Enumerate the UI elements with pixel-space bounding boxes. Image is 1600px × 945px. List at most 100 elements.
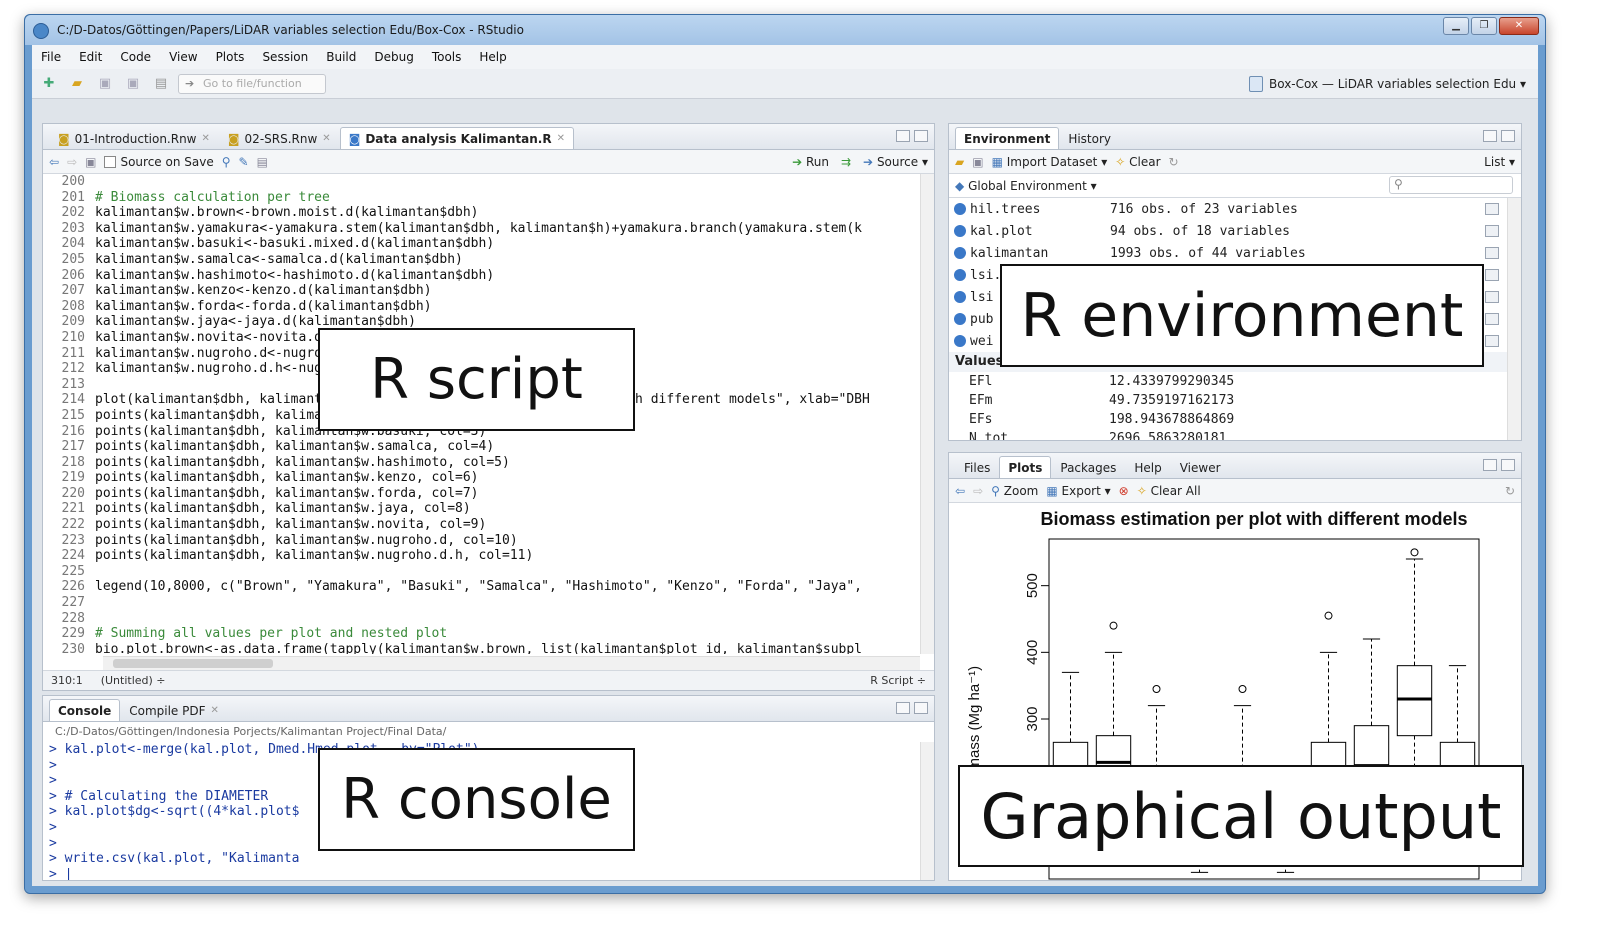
close-button[interactable]: ✕: [1499, 17, 1539, 35]
tab-console[interactable]: Console: [49, 699, 121, 721]
code-line[interactable]: 225: [43, 564, 920, 580]
env-scrollbar[interactable]: [1507, 198, 1521, 440]
environment-search-input[interactable]: ⚲: [1389, 176, 1513, 194]
minimize-button[interactable]: ▁: [1443, 17, 1469, 35]
tab-02-srs[interactable]: ◙ 02-SRS.Rnw✕: [219, 127, 340, 149]
env-data-row[interactable]: pub: [949, 308, 1507, 330]
code-line[interactable]: 229# Summing all values per plot and nes…: [43, 626, 920, 642]
tab-history[interactable]: History: [1068, 131, 1112, 146]
maximize-pane-icon[interactable]: [914, 130, 928, 142]
view-table-icon[interactable]: [1485, 203, 1499, 215]
close-tab-icon[interactable]: ✕: [556, 133, 565, 144]
new-file-icon[interactable]: ✚: [43, 76, 55, 91]
maximize-button[interactable]: ❐: [1471, 17, 1497, 35]
next-plot-icon[interactable]: ⇨: [973, 483, 984, 498]
code-line[interactable]: 201# Biomass calculation per tree: [43, 190, 920, 206]
wand-icon[interactable]: ✎: [238, 154, 249, 169]
tab-help[interactable]: Help: [1134, 460, 1162, 475]
scroll-thumb[interactable]: [113, 659, 273, 668]
go-to-file-input[interactable]: Go to file/function: [178, 73, 326, 94]
forward-arrow-icon[interactable]: ⇨: [67, 154, 78, 169]
previous-plot-icon[interactable]: ⇦: [955, 483, 966, 498]
view-table-icon[interactable]: [1485, 313, 1499, 325]
compile-report-icon[interactable]: ▤: [256, 154, 268, 169]
env-data-row[interactable]: lsi: [949, 286, 1507, 308]
menu-debug[interactable]: Debug: [374, 50, 414, 64]
import-dataset-button[interactable]: ▦ Import Dataset ▾: [992, 155, 1108, 169]
expand-icon[interactable]: [954, 203, 966, 215]
tab-plots[interactable]: Plots: [999, 456, 1052, 478]
close-tab-icon[interactable]: ✕: [210, 705, 219, 716]
close-tab-icon[interactable]: ✕: [201, 133, 210, 144]
expand-icon[interactable]: [954, 335, 966, 347]
tab-packages[interactable]: Packages: [1060, 460, 1117, 475]
remove-plot-icon[interactable]: ⊗: [1118, 483, 1129, 498]
tab-01-introduction[interactable]: ◙ 01-Introduction.Rnw✕: [49, 127, 219, 149]
source-button[interactable]: ➔ Source ▾: [863, 154, 928, 169]
print-icon[interactable]: ▤: [154, 76, 168, 91]
open-folder-icon[interactable]: ▰: [72, 76, 82, 91]
working-directory[interactable]: C:/D-Datos/Göttingen/Indonesia Porjects/…: [55, 725, 447, 738]
expand-icon[interactable]: [954, 225, 966, 237]
clear-button[interactable]: ✧ Clear: [1115, 155, 1160, 169]
run-button[interactable]: ➔ Run: [792, 155, 829, 169]
expand-icon[interactable]: [954, 247, 966, 259]
save-workspace-icon[interactable]: ▣: [972, 154, 984, 169]
back-arrow-icon[interactable]: ⇦: [49, 154, 60, 169]
tab-files[interactable]: Files: [964, 460, 991, 475]
menu-edit[interactable]: Edit: [79, 50, 103, 64]
minimize-pane-icon[interactable]: [896, 702, 910, 714]
view-table-icon[interactable]: [1485, 225, 1499, 237]
editor-horizontal-scrollbar[interactable]: [103, 656, 920, 670]
env-data-row[interactable]: wei: [949, 330, 1507, 352]
view-table-icon[interactable]: [1485, 335, 1499, 347]
file-type-selector[interactable]: R Script ÷: [870, 674, 926, 687]
global-env-selector[interactable]: ◆ Global Environment ▾: [955, 179, 1097, 193]
zoom-button[interactable]: ⚲ Zoom: [991, 484, 1038, 498]
clear-all-button[interactable]: ✧ Clear All: [1137, 484, 1201, 498]
tab-viewer[interactable]: Viewer: [1179, 460, 1221, 475]
maximize-pane-icon[interactable]: [914, 702, 928, 714]
source-on-save-checkbox[interactable]: Source on Save: [104, 155, 214, 169]
maximize-pane-icon[interactable]: [1501, 459, 1515, 471]
minimize-pane-icon[interactable]: [896, 130, 910, 142]
rerun-icon[interactable]: ⇉: [840, 154, 852, 169]
view-table-icon[interactable]: [1485, 247, 1499, 259]
search-icon[interactable]: ⚲: [221, 154, 231, 169]
refresh-icon[interactable]: ↻: [1504, 483, 1515, 498]
menu-tools[interactable]: Tools: [431, 50, 462, 64]
scope-selector[interactable]: (Untitled) ÷: [100, 674, 166, 687]
view-table-icon[interactable]: [1485, 291, 1499, 303]
save-all-icon[interactable]: ▣: [126, 76, 140, 91]
code-line[interactable]: 200: [43, 174, 920, 190]
menu-session[interactable]: Session: [262, 50, 309, 64]
menu-plots[interactable]: Plots: [215, 50, 245, 64]
minimize-pane-icon[interactable]: [1483, 459, 1497, 471]
menu-build[interactable]: Build: [326, 50, 357, 64]
export-button[interactable]: ▦ Export ▾: [1046, 484, 1110, 498]
refresh-icon[interactable]: ↻: [1168, 154, 1179, 169]
tab-data-analysis[interactable]: ◙ Data analysis Kalimantan.R✕: [339, 127, 574, 149]
expand-icon[interactable]: [954, 269, 966, 281]
